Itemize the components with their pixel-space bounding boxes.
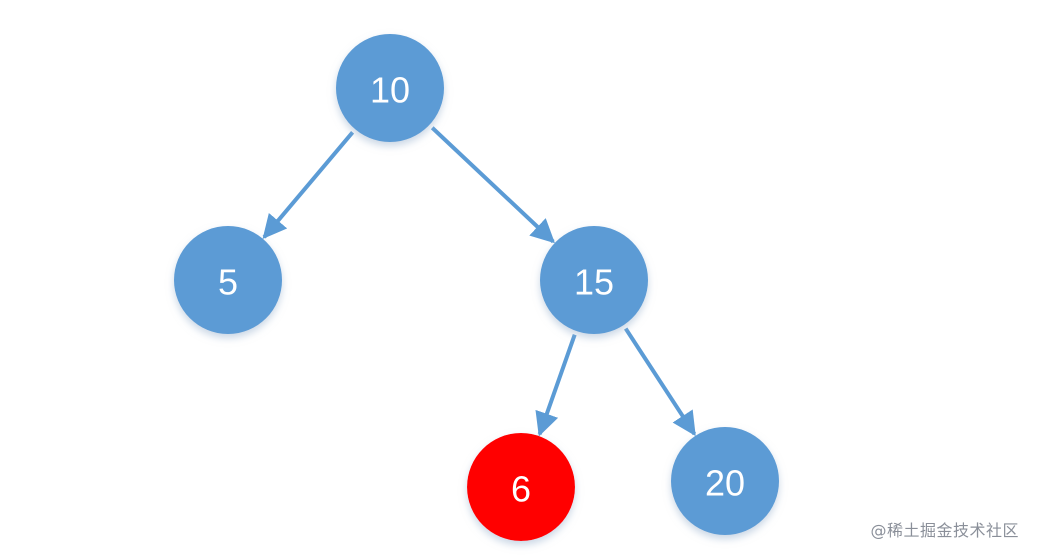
watermark-text: @稀土掘金技术社区 (870, 521, 1019, 540)
nodes-group: 10 5 15 6 20 (174, 34, 779, 541)
edge-10-15 (430, 126, 555, 244)
node-label-20: 20 (705, 463, 745, 504)
node-circle-5 (174, 226, 282, 334)
node-circle-20 (671, 427, 779, 535)
node-circle-15 (540, 226, 648, 334)
node-label-5: 5 (218, 262, 238, 303)
node-label-6: 6 (511, 469, 531, 510)
node-label-10: 10 (370, 70, 410, 111)
tree-node-15: 15 (540, 226, 648, 334)
edge-15-6 (535, 334, 577, 437)
node-circle-10 (336, 34, 444, 142)
edges-group (262, 126, 697, 437)
tree-node-20: 20 (671, 427, 779, 535)
tree-node-10: 10 (336, 34, 444, 142)
edge-10-5 (262, 131, 355, 240)
tree-node-5: 5 (174, 226, 282, 334)
tree-node-6: 6 (467, 433, 575, 541)
node-label-15: 15 (574, 262, 614, 303)
edge-15-20 (623, 327, 697, 437)
node-circle-6 (467, 433, 575, 541)
